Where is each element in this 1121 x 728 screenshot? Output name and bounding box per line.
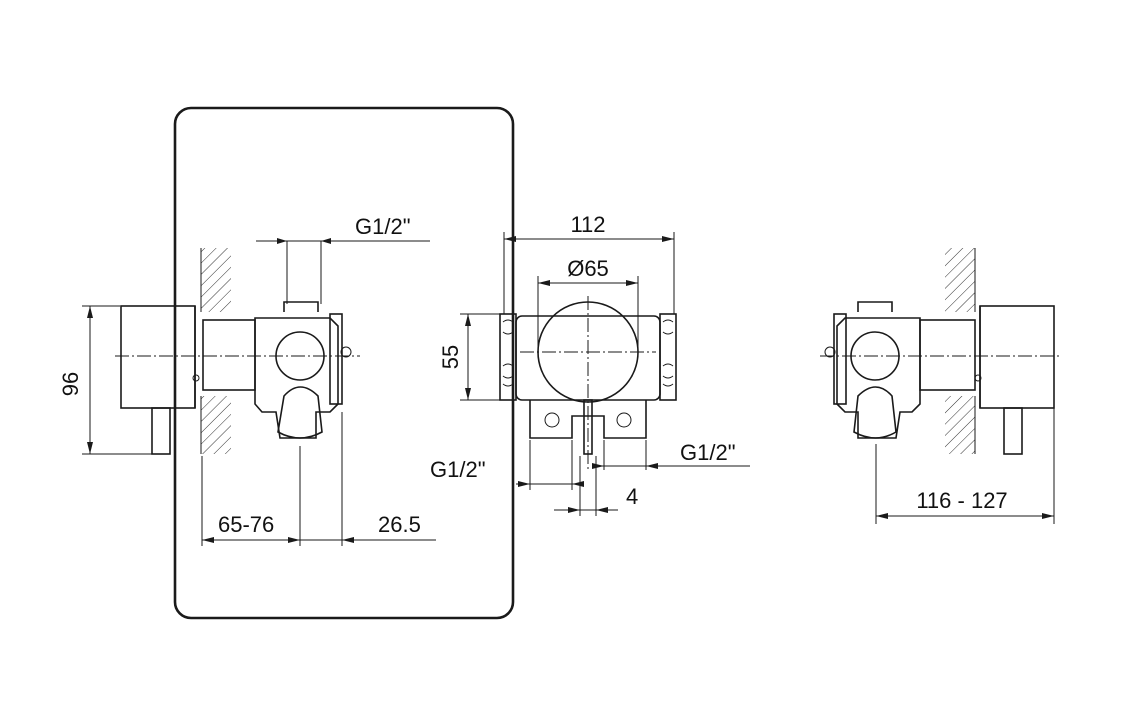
dim-side-depth: 65-76 bbox=[218, 512, 274, 537]
right-handle-escutcheon bbox=[979, 305, 1055, 409]
front-bracket-right bbox=[659, 313, 677, 401]
connecting-sleeve bbox=[202, 319, 256, 391]
side-view-left: G1/2" 96 65-76 26.5 bbox=[58, 106, 515, 620]
dim-front-gap: 4 bbox=[626, 484, 638, 509]
right-wall-hatch-bottom bbox=[945, 396, 975, 454]
wall-hatch-top bbox=[201, 248, 231, 312]
handle-lever bbox=[151, 407, 171, 455]
right-connecting-sleeve bbox=[919, 319, 976, 391]
outlet-spout bbox=[277, 386, 323, 439]
dim-right-depth: 116 - 127 bbox=[916, 488, 1007, 513]
valve-body bbox=[254, 317, 339, 439]
dim-side-offset: 26.5 bbox=[378, 512, 421, 537]
cover-plate bbox=[173, 106, 515, 620]
dim-front-width: 112 bbox=[570, 212, 605, 237]
mounting-bracket bbox=[329, 313, 343, 405]
right-mounting-bracket bbox=[833, 313, 847, 405]
front-view: 112 Ø65 55 G1/2" G1/2" 4 bbox=[430, 212, 750, 516]
right-valve-body bbox=[836, 317, 921, 439]
dim-front-height: 55 bbox=[438, 345, 463, 369]
dim-side-height: 96 bbox=[58, 372, 83, 396]
dim-front-left-outlet: G1/2" bbox=[430, 457, 486, 482]
right-handle-lever bbox=[1003, 407, 1023, 455]
right-wall-hatch-top bbox=[945, 248, 975, 312]
dim-front-diameter: Ø65 bbox=[567, 256, 609, 281]
dim-front-right-outlet: G1/2" bbox=[680, 440, 736, 465]
dim-side-inlet: G1/2" bbox=[355, 214, 411, 239]
wall-hatch-bottom bbox=[201, 396, 231, 454]
side-view-right: 116 - 127 bbox=[820, 248, 1062, 524]
handle-escutcheon bbox=[120, 305, 196, 409]
right-outlet-spout bbox=[853, 386, 897, 439]
